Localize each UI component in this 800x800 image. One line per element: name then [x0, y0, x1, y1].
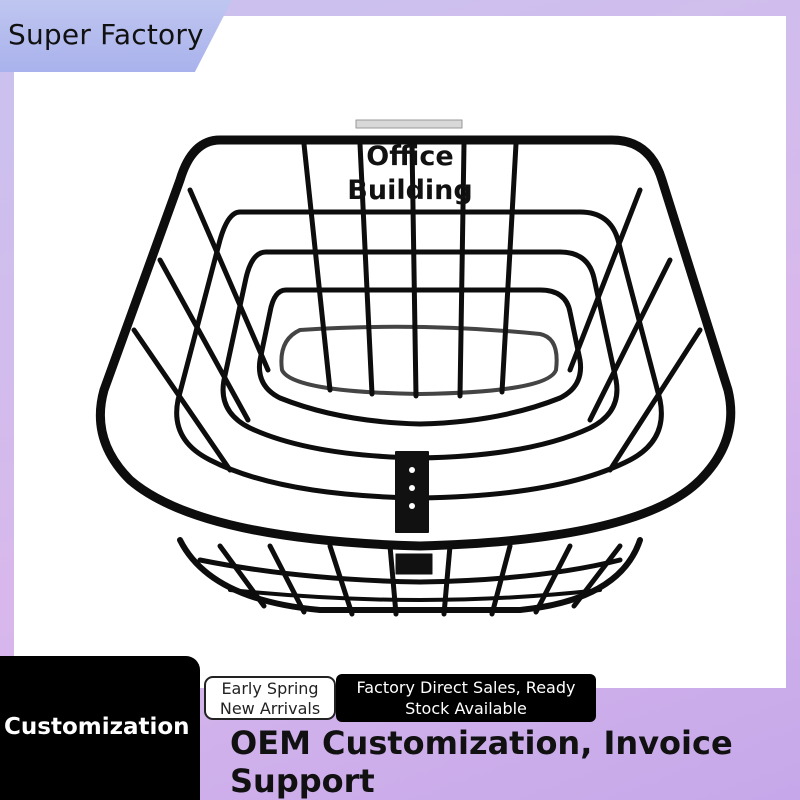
brand-name: Super Factory — [8, 18, 204, 51]
early-spring-tag: Early Spring New Arrivals — [204, 676, 336, 720]
customization-label: Customization — [4, 714, 190, 740]
brand-tab: Super Factory — [0, 0, 232, 72]
tag-light-line2: New Arrivals — [219, 699, 321, 718]
tag-light-line1: Early Spring — [221, 679, 319, 698]
tag-dark-line1: Factory Direct Sales, Ready — [356, 678, 576, 697]
customization-badge: Customization — [0, 656, 200, 800]
overlay-label-line2: Building — [347, 175, 473, 206]
overlay-label-line1: Office — [366, 141, 454, 172]
product-overlay-label: Office Building — [300, 140, 520, 208]
tag-dark-line2: Stock Available — [405, 699, 527, 718]
footer-headline: OEM Customization, Invoice Support — [230, 724, 733, 800]
factory-direct-tag: Factory Direct Sales, Ready Stock Availa… — [336, 674, 596, 722]
